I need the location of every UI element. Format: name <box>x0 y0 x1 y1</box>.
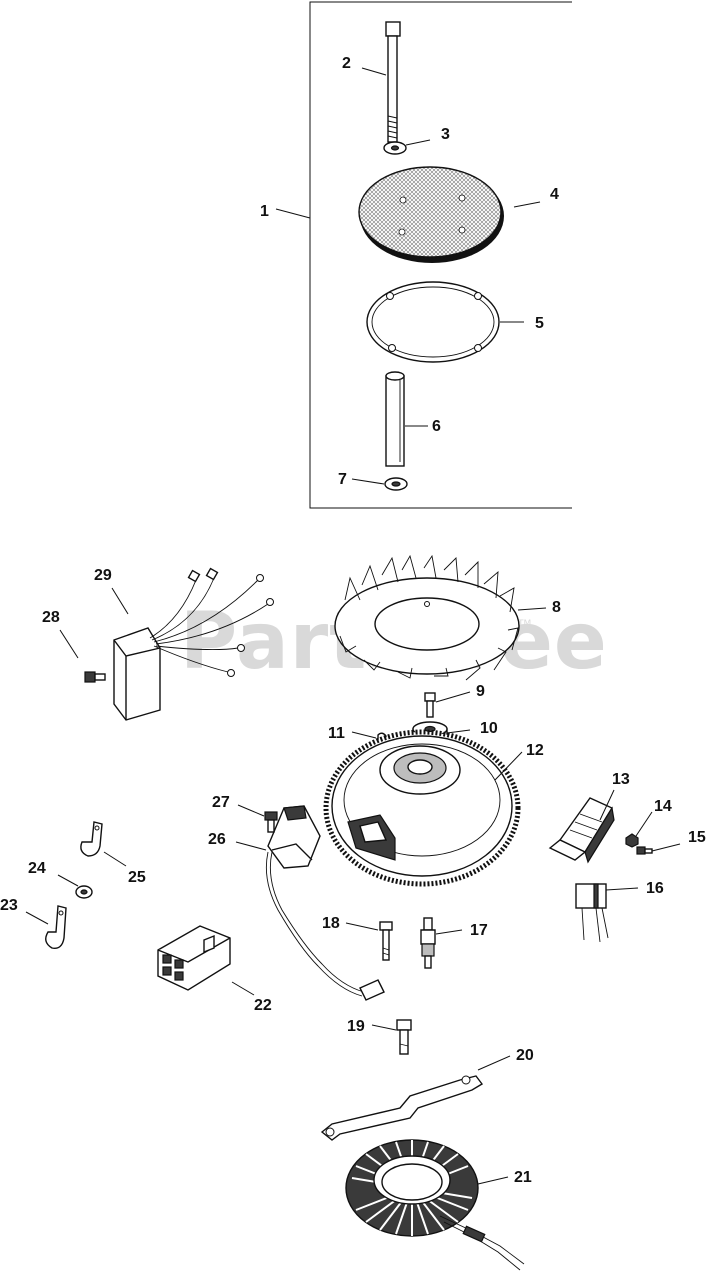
callout-22[interactable]: 22 <box>254 997 272 1014</box>
part-29-module[interactable] <box>113 567 274 721</box>
callout-9[interactable]: 9 <box>476 683 485 700</box>
part-13-rectifier[interactable] <box>548 797 615 864</box>
callout-3[interactable]: 3 <box>441 126 450 143</box>
callout-16[interactable]: 16 <box>646 880 664 897</box>
part-21-stator[interactable] <box>345 1139 525 1271</box>
part-18-bolt[interactable] <box>379 921 393 961</box>
callout-27[interactable]: 27 <box>212 794 230 811</box>
callout-8[interactable]: 8 <box>552 599 561 616</box>
callout-5[interactable]: 5 <box>535 315 544 332</box>
callout-10[interactable]: 10 <box>480 720 498 737</box>
part-22-connector-block[interactable] <box>157 925 231 991</box>
callout-1[interactable]: 1 <box>260 203 269 220</box>
part-24-washer[interactable] <box>75 885 93 899</box>
callout-7[interactable]: 7 <box>338 471 347 488</box>
callout-15[interactable]: 15 <box>688 829 706 846</box>
callout-21[interactable]: 21 <box>514 1169 532 1186</box>
part-3-washer[interactable] <box>383 141 407 155</box>
callout-2[interactable]: 2 <box>342 55 351 72</box>
part-9-bolt[interactable] <box>424 692 436 718</box>
callout-11[interactable]: 11 <box>328 725 345 742</box>
callout-14[interactable]: 14 <box>654 798 672 815</box>
part-23-clamp[interactable] <box>45 905 67 949</box>
callout-19[interactable]: 19 <box>347 1018 365 1035</box>
watermark-tm: TM <box>517 619 531 629</box>
part-14-nut[interactable] <box>625 833 639 848</box>
part-8-fan[interactable] <box>334 554 520 681</box>
part-19-bolt[interactable] <box>396 1019 412 1055</box>
callout-20[interactable]: 20 <box>516 1047 534 1064</box>
part-28-screw[interactable] <box>84 671 106 683</box>
callout-4[interactable]: 4 <box>550 186 559 203</box>
callout-23[interactable]: 23 <box>0 897 18 914</box>
part-16-connector[interactable] <box>575 883 609 943</box>
part-2-bolt[interactable] <box>385 21 401 143</box>
callout-18[interactable]: 18 <box>322 915 340 932</box>
part-17-spark-plug[interactable] <box>420 917 436 969</box>
callout-13[interactable]: 13 <box>612 771 630 788</box>
part-26-ignition-module[interactable] <box>265 805 385 1001</box>
callout-24[interactable]: 24 <box>28 860 46 877</box>
part-20-bracket[interactable] <box>320 1075 484 1141</box>
part-7-washer[interactable] <box>384 477 408 491</box>
part-25-clamp[interactable] <box>80 821 103 857</box>
callout-12[interactable]: 12 <box>526 742 544 759</box>
kit-bracket <box>309 1 572 509</box>
callout-17[interactable]: 17 <box>470 922 488 939</box>
callout-28[interactable]: 28 <box>42 609 60 626</box>
part-12-flywheel[interactable] <box>323 729 521 887</box>
part-4-screen[interactable] <box>358 166 504 263</box>
part-6-tube[interactable] <box>385 371 405 467</box>
callout-26[interactable]: 26 <box>208 831 226 848</box>
callouts: 1 2 3 4 5 6 7 8 9 10 11 12 13 14 15 16 1… <box>0 55 706 1186</box>
callout-6[interactable]: 6 <box>432 418 441 435</box>
part-5-ring[interactable] <box>366 281 500 363</box>
callout-29[interactable]: 29 <box>94 567 112 584</box>
part-27-screw[interactable] <box>264 811 278 833</box>
part-15-screw[interactable] <box>636 846 653 855</box>
callout-25[interactable]: 25 <box>128 869 146 886</box>
leader-lines <box>25 67 681 1185</box>
